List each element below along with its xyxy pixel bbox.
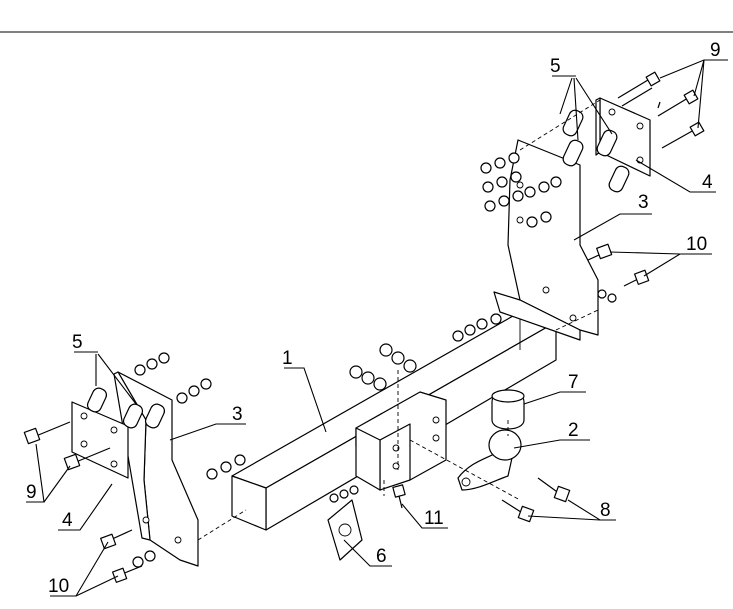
label-7: 7 — [568, 372, 579, 393]
bracket-right — [493, 139, 599, 341]
nuts-socket — [329, 485, 359, 503]
label-3-left: 3 — [232, 404, 243, 425]
spacers-right — [562, 109, 630, 193]
label-10-left: 10 — [48, 576, 69, 597]
label-9-left: 9 — [26, 482, 37, 503]
assembly-lines — [197, 99, 601, 541]
socket-plate — [327, 499, 363, 561]
nuts-right — [452, 152, 617, 342]
leaders — [26, 59, 728, 597]
label-9-right: 9 — [710, 40, 721, 61]
label-1: 1 — [282, 348, 293, 369]
ball-cap — [491, 389, 525, 430]
hitch-mount — [355, 391, 447, 491]
nuts-left — [132, 352, 246, 568]
bolts-8 — [501, 477, 571, 523]
label-4-left: 4 — [62, 510, 73, 531]
label-4-right: 4 — [702, 172, 713, 193]
label-5-left: 5 — [72, 332, 83, 353]
label-5-right: 5 — [550, 56, 561, 77]
label-3-right: 3 — [638, 192, 649, 213]
label-8: 8 — [600, 500, 611, 521]
bolts-left-10 — [100, 529, 143, 583]
bolt-11 — [392, 484, 406, 509]
bolts-left — [23, 421, 111, 471]
label-11: 11 — [424, 508, 444, 529]
plate-left — [71, 401, 129, 479]
label-10-right: 10 — [686, 234, 707, 255]
label-6: 6 — [376, 546, 387, 567]
tow-ball — [457, 429, 522, 491]
part-numbers: 1 2 3 3 4 4 5 5 6 7 8 9 9 10 10 11 — [26, 40, 721, 597]
label-2: 2 — [568, 420, 579, 441]
nuts-center — [349, 343, 417, 391]
bolts-right-10 — [587, 243, 650, 287]
spacers-left — [86, 387, 166, 429]
